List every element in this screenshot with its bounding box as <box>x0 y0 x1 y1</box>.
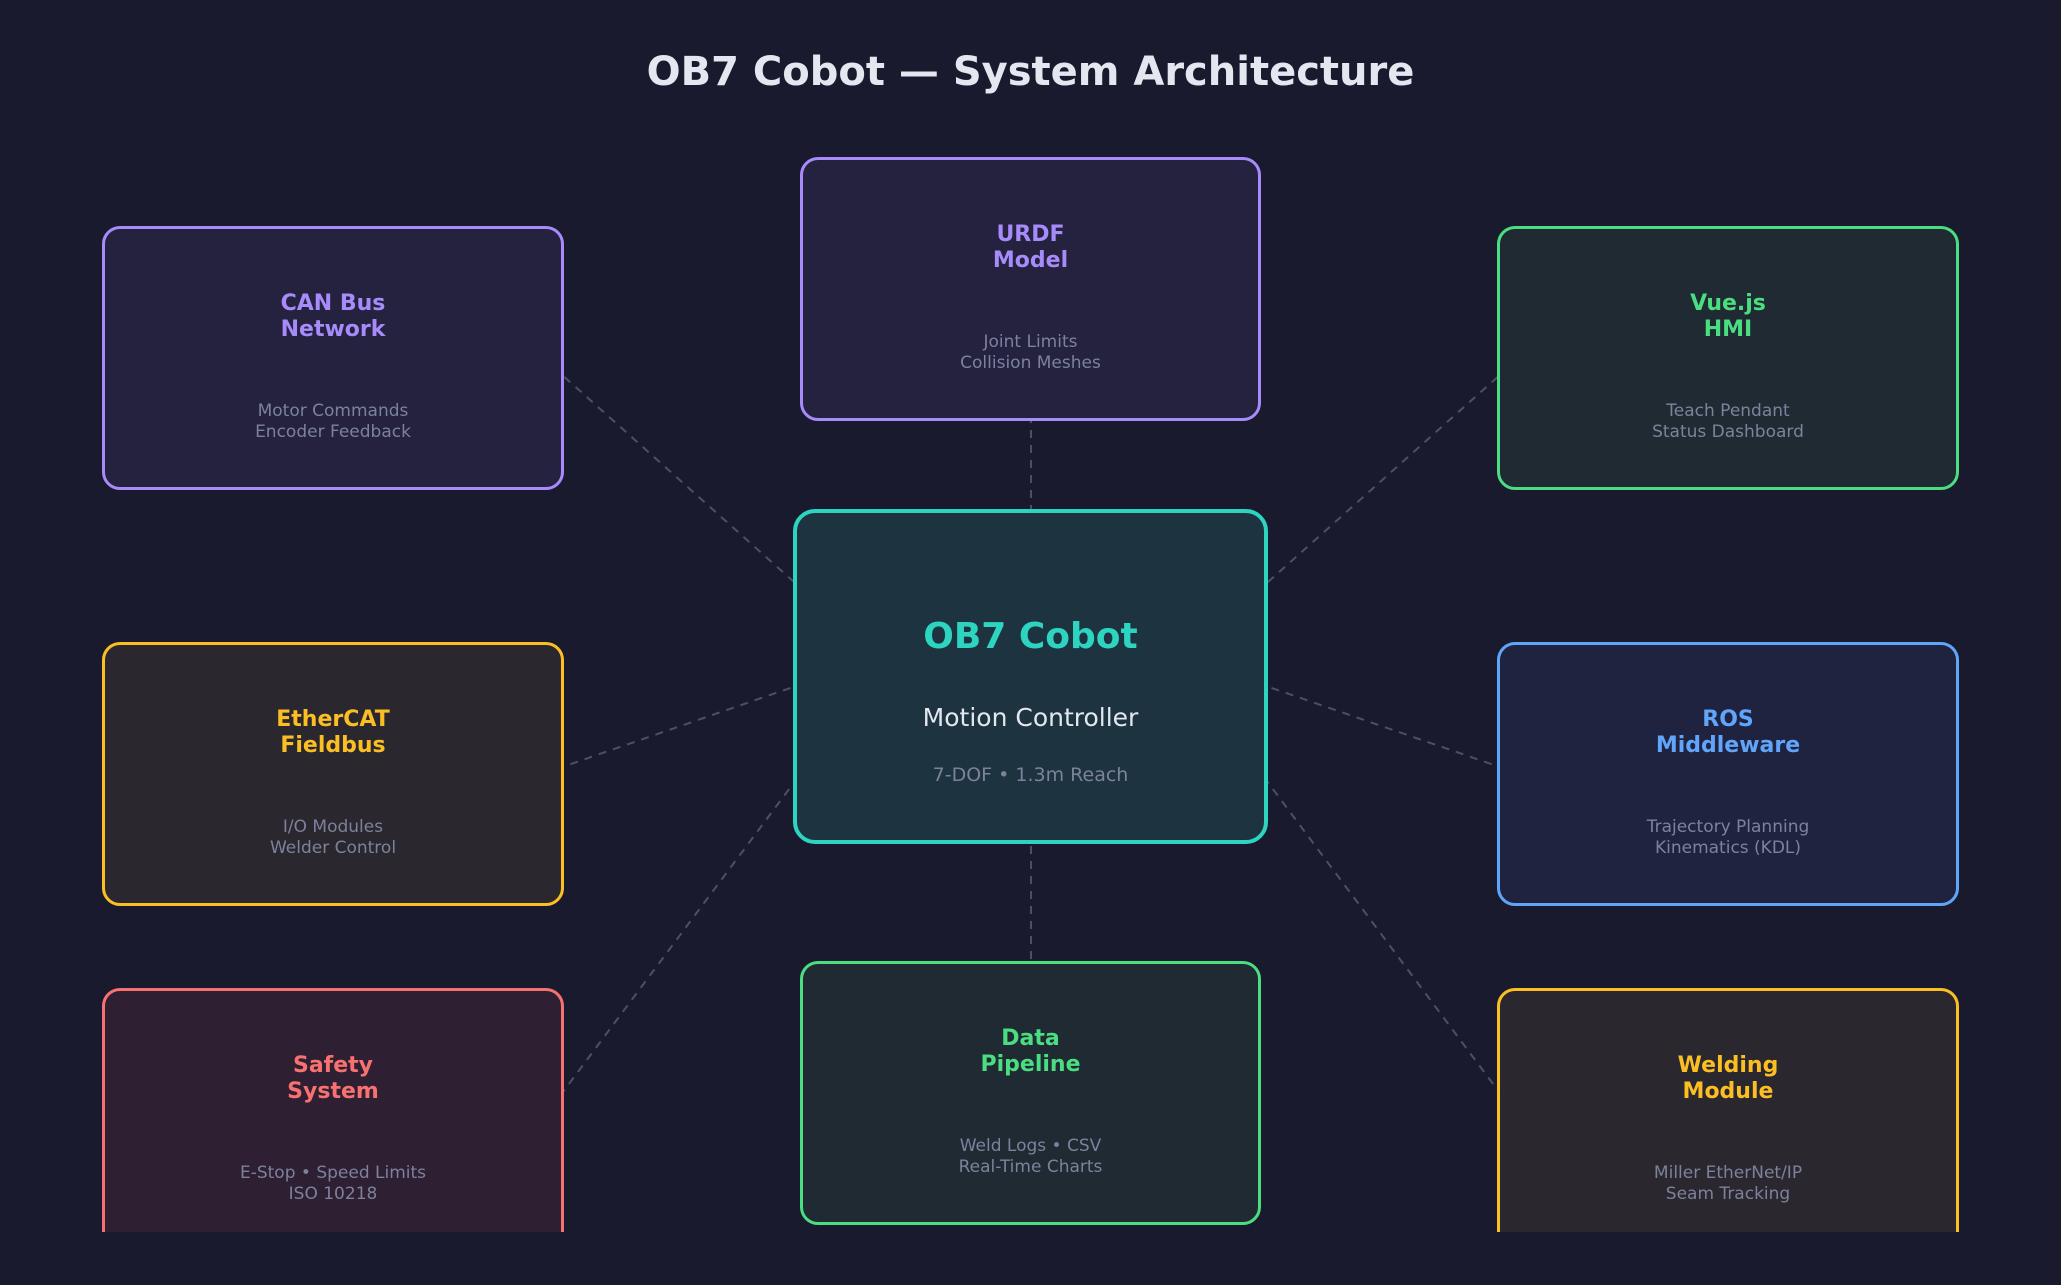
node-name: Data Pipeline <box>980 1026 1081 1077</box>
core-subtitle: Motion Controller <box>922 703 1139 732</box>
core-title: OB7 Cobot <box>923 616 1138 657</box>
node-description: Teach Pendant Status Dashboard <box>1652 401 1804 442</box>
node-safety-system: Safety System E-Stop • Speed Limits ISO … <box>102 988 564 1252</box>
node-description: E-Stop • Speed Limits ISO 10218 <box>239 1163 427 1204</box>
node-vuejs-hmi: Vue.js HMI Teach Pendant Status Dashboar… <box>1497 226 1959 490</box>
node-name: Vue.js HMI <box>1690 291 1766 342</box>
node-name: URDF Model <box>992 222 1069 273</box>
diagram-title: OB7 Cobot — System Architecture <box>646 49 1415 95</box>
node-description: Miller EtherNet/IP Seam Tracking <box>1653 1163 1803 1204</box>
core-spec: 7-DOF • 1.3m Reach <box>932 764 1129 786</box>
node-name: ROS Middleware <box>1655 707 1801 758</box>
node-urdf-model: URDF Model Joint Limits Collision Meshes <box>800 157 1261 421</box>
node-description: Motor Commands Encoder Feedback <box>255 401 411 442</box>
node-data-pipeline: Data Pipeline Weld Logs • CSV Real-Time … <box>800 961 1261 1225</box>
node-description: Joint Limits Collision Meshes <box>960 332 1101 373</box>
node-ob7-cobot-core: OB7 Cobot Motion Controller 7-DOF • 1.3m… <box>793 509 1268 844</box>
node-description: Trajectory Planning Kinematics (KDL) <box>1646 817 1810 858</box>
connector-can-bus <box>541 356 823 608</box>
node-description: Weld Logs • CSV Real-Time Charts <box>958 1136 1103 1177</box>
node-name: EtherCAT Fieldbus <box>276 707 390 758</box>
node-name: CAN Bus Network <box>280 291 386 342</box>
node-can-bus-network: CAN Bus Network Motor Commands Encoder F… <box>102 226 564 490</box>
node-ros-middleware: ROS Middleware Trajectory Planning Kinem… <box>1497 642 1959 906</box>
connector-welding <box>1239 744 1521 1121</box>
connector-ethercat <box>541 676 823 775</box>
node-description: I/O Modules Welder Control <box>269 817 397 858</box>
node-ethercat-fieldbus: EtherCAT Fieldbus I/O Modules Welder Con… <box>102 642 564 906</box>
canvas-bottom-edge <box>0 1232 2061 1285</box>
connector-ros <box>1239 676 1521 775</box>
connector-safety <box>541 744 823 1121</box>
node-welding-module: Welding Module Miller EtherNet/IP Seam T… <box>1497 988 1959 1252</box>
node-name: Welding Module <box>1677 1053 1779 1104</box>
connector-vuejs <box>1239 356 1521 608</box>
node-name: Safety System <box>287 1053 379 1104</box>
